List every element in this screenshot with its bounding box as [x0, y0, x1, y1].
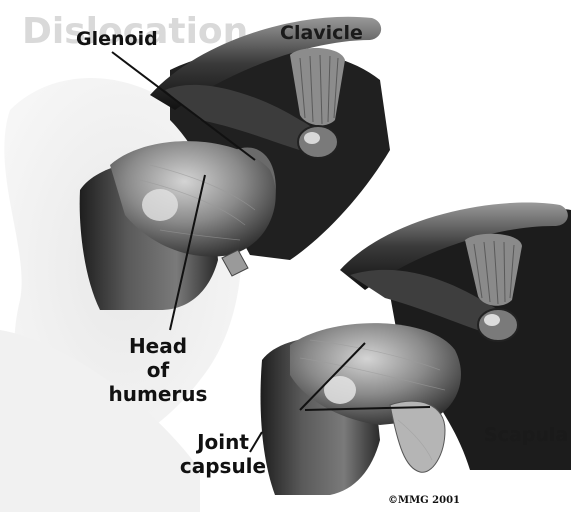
label-scapula: Scapula: [484, 426, 568, 445]
label-head-of-humerus-line1: Head: [98, 334, 218, 358]
bottom-joint-capsule: [390, 401, 445, 472]
label-glenoid: Glenoid: [76, 30, 158, 49]
label-head-of-humerus-line2: of: [98, 358, 218, 382]
copyright-notice: ©MMG 2001: [388, 496, 460, 506]
label-joint-capsule: Joint capsule: [158, 430, 288, 478]
label-head-of-humerus: Head of humerus: [98, 334, 218, 406]
label-head-of-humerus-line3: humerus: [98, 382, 218, 406]
label-joint-capsule-line2: capsule: [158, 454, 288, 478]
bottom-coracoid: [478, 309, 518, 341]
label-clavicle: Clavicle: [280, 24, 363, 43]
label-joint-capsule-line1: Joint: [158, 430, 288, 454]
top-coracoid: [298, 126, 338, 158]
